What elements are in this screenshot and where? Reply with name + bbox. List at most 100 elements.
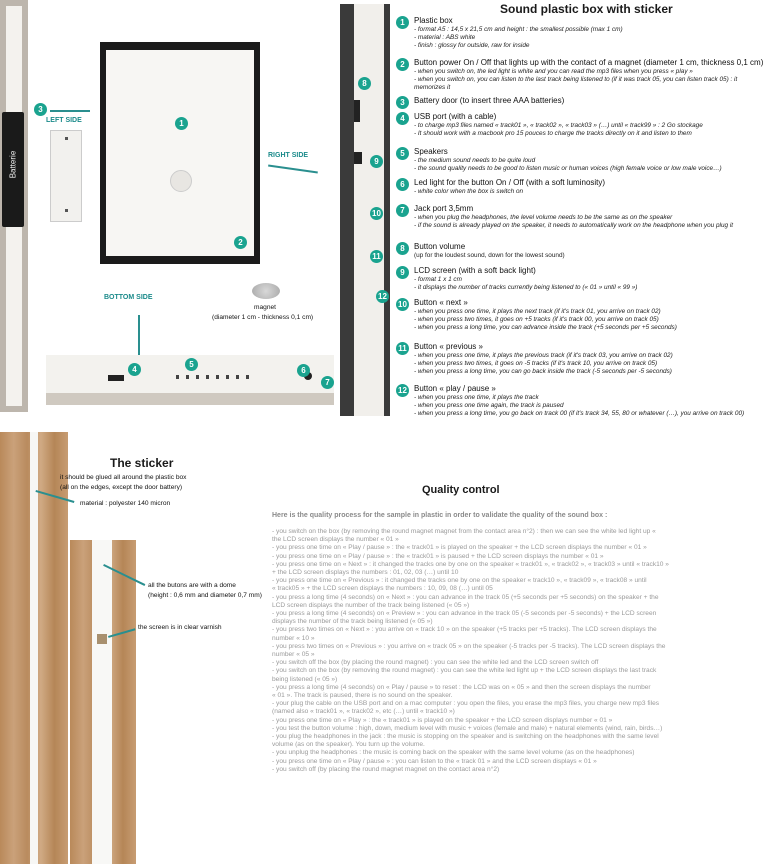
right-side-arrow [268,164,318,173]
badge-8: 8 [358,77,371,90]
feature-item: 7 Jack port 3,5mm- when you plug the head… [396,204,768,230]
feature-detail: - the medium sound needs to be quite lou… [414,157,536,164]
feature-title: USB port (with a cable) [414,112,497,121]
feature-badge: 7 [396,204,409,217]
feature-detail: - It should work with a macbook pro 15 p… [414,130,692,137]
badge-11: 11 [370,250,383,263]
feature-badge: 11 [396,342,409,355]
quality-step: - you press two times on « Next » : you … [272,626,657,634]
badge-7: 7 [321,376,334,389]
feature-detail: - if the sound is already played on the … [414,222,734,229]
sticker-buttons-note-1: all the butons are with a dome [148,582,236,589]
feature-detail: - when you press one time again, the tra… [414,402,564,409]
sticker-strip-photo [0,432,68,864]
badge-9: 9 [370,155,383,168]
badge-6: 6 [297,364,310,377]
feature-detail: - when you press one time, it plays the … [414,394,539,401]
feature-badge: 3 [396,96,409,109]
battery-door-closeup [50,130,82,222]
feature-detail: - when you switch on, you can listen to … [414,76,738,91]
feature-detail: - format A5 : 14,5 x 21,5 cm and height … [414,26,623,33]
quality-intro: Here is the quality process for the samp… [272,512,608,519]
feature-title: Button « previous » [414,342,483,351]
feature-item: 2 Button power On / Off that lights up wi… [396,58,768,92]
right-side-photo [340,4,390,416]
quality-step: - you plug the headphones in the jack : … [272,733,659,741]
feature-badge: 4 [396,112,409,125]
feature-detail: - it displays the number of tracks curre… [414,284,638,291]
feature-detail: - material : ABS white [414,34,476,41]
badge-10: 10 [370,207,383,220]
magnet-label: magnet [254,304,276,311]
box-front [106,50,254,256]
feature-badge: 6 [396,178,409,191]
sticker-screen-note: the screen is in clear varnish [138,624,222,631]
quality-step: - you press a long time (4 seconds) on «… [272,610,657,618]
quality-step: being listened (« 05 ») [272,675,338,683]
feature-badge: 2 [396,58,409,71]
feature-badge: 8 [396,242,409,255]
feature-item: 3 Battery door (to insert three AAA batte… [396,96,768,109]
feature-detail: (up for the loudest sound, down for the … [414,252,565,259]
feature-badge: 1 [396,16,409,29]
feature-detail: - when you plug the headphones, the leve… [414,214,673,221]
sticker-glue-note-1: it should be glued all around the plasti… [60,474,187,481]
feature-title: Button power On / Off that lights up wit… [414,58,764,67]
quality-step: - you switch off the box (by placing the… [272,659,599,667]
feature-title: Battery door (to insert three AAA batter… [414,96,565,105]
quality-step: - you press a long time (4 seconds) on «… [272,683,651,691]
feature-badge: 5 [396,147,409,160]
magnet-dims: (diameter 1 cm - thickness 0,1 cm) [212,314,314,321]
left-side-label: LEFT SIDE [46,117,82,124]
feature-title: LCD screen (with a soft back light) [414,266,536,275]
quality-step: volume (as on the speaker). You turn up … [272,741,425,749]
feature-badge: 10 [396,298,409,311]
left-side-arrow [50,110,90,112]
feature-title: Plastic box [414,16,453,25]
badge-5: 5 [185,358,198,371]
quality-step: - you press one time on « Play / pause »… [272,544,647,552]
feature-detail: - when you press a long time, you can go… [414,368,672,375]
badge-4: 4 [128,363,141,376]
sticker-title: The sticker [110,456,174,470]
magnet-area [170,170,192,192]
badge-3: 3 [34,103,47,116]
bottom-side-label: BOTTOM SIDE [104,294,153,301]
quality-step: (named also « track01 », « track02 », et… [272,708,455,716]
feature-detail: - finish : glossy for outside, raw for i… [414,42,530,49]
feature-title: Jack port 3,5mm [414,204,474,213]
quality-step: - you press a long time (4 seconds) on «… [272,593,659,601]
feature-item: 4 USB port (with a cable)- to charge mp3 … [396,112,768,138]
sticker-strip [30,432,38,864]
feature-title: Button volume [414,242,466,251]
badge-1: 1 [175,117,188,130]
feature-detail: - when you press a long time, you go bac… [414,410,745,417]
quality-step: - you unplug the headphones : the music … [272,749,635,757]
feature-detail: - when you switch on, the led light is w… [414,68,693,75]
battery-label: Batterie [8,150,18,179]
sticker-glue-note-2: (all on the edges, except the door batte… [60,484,183,491]
quality-step: - you switch on the box (by removing the… [272,667,657,675]
feature-detail: - to charge mp3 files named « track01 »,… [414,122,703,129]
box-front-photo [100,42,260,264]
quality-step: - you press one time on « Play / pause »… [272,757,597,765]
right-side-label: RIGHT SIDE [268,152,309,159]
quality-step: - your plug the cable on the USB port an… [272,700,660,708]
quality-step: « 01 ». The track is paused, there is no… [272,692,453,700]
feature-title: Button « next » [414,298,468,307]
feature-item: 11 Button « previous »- when you press on… [396,342,768,376]
feature-detail: - when you press two times, it goes on +… [414,316,659,323]
screen-window [97,634,107,644]
feature-badge: 12 [396,384,409,397]
quality-step: « track05 » + the LCD screen displays th… [272,585,493,593]
bottom-side-arrow [138,315,140,355]
page-title: Sound plastic box with sticker [500,2,673,16]
speaker-holes [176,375,256,379]
feature-detail: - when you press one time, it plays the … [414,308,661,315]
quality-step: - you test the button volume : high, dow… [272,724,663,732]
quality-step: - you press one time on « Play » : the «… [272,716,613,724]
feature-detail: - when you press one time, it plays the … [414,352,673,359]
quality-step: displays the number of the track being l… [272,618,433,626]
quality-step: - you switch on the box (by removing the… [272,528,656,535]
